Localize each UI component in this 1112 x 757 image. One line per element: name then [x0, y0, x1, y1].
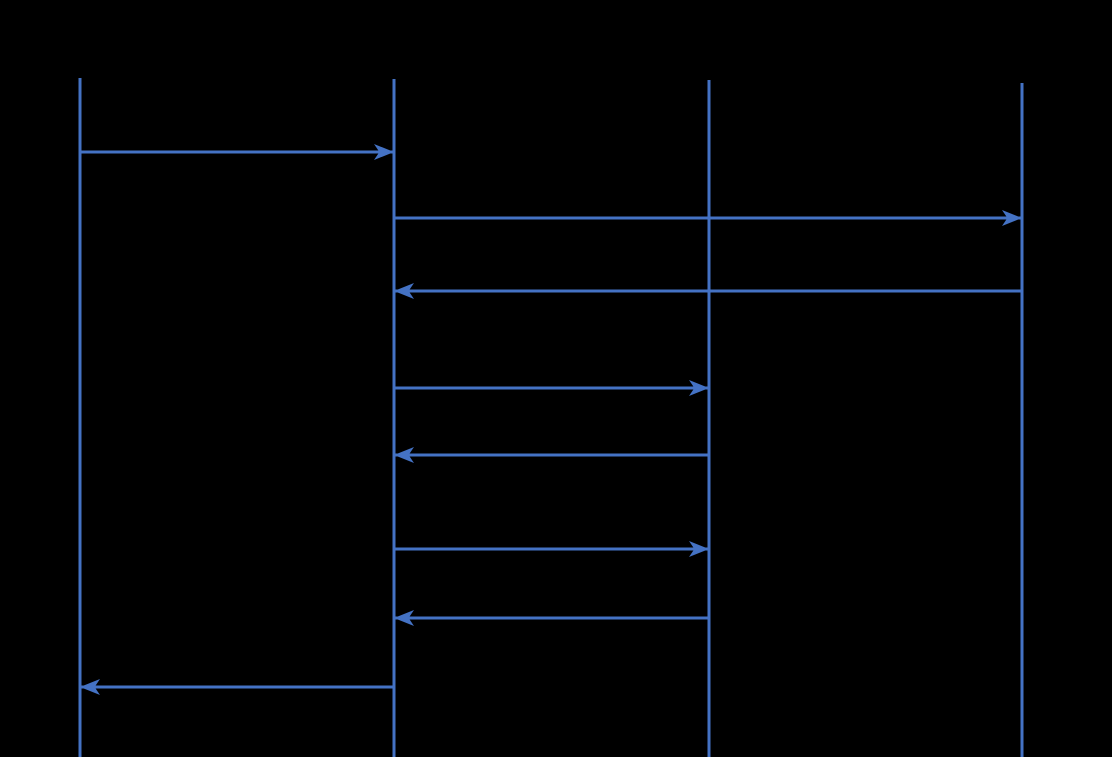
- sequence-diagram: [78, 78, 1024, 757]
- sequence-diagram-canvas: [78, 78, 1024, 757]
